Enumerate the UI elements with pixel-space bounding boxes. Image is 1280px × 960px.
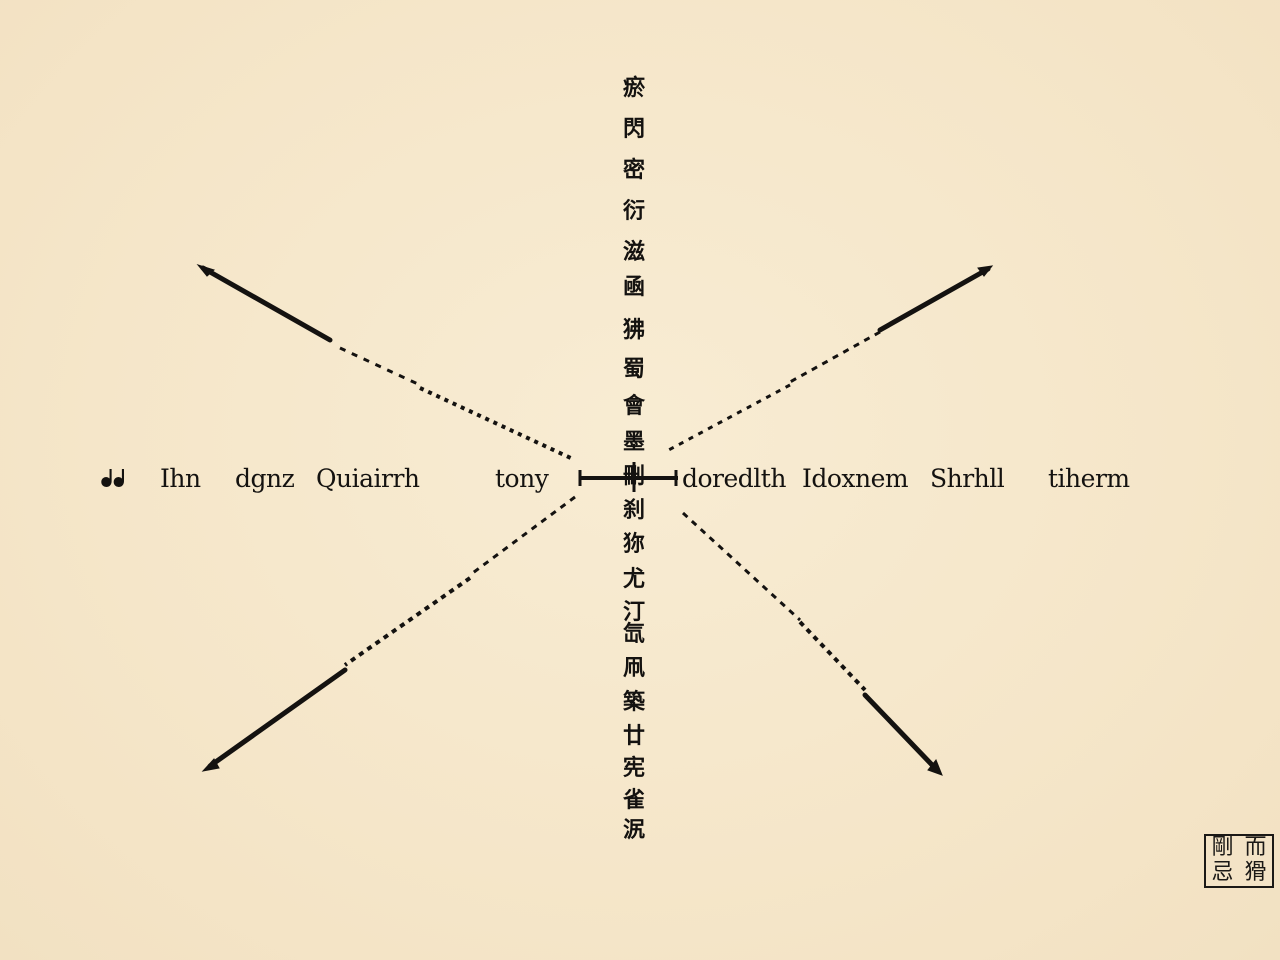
- vertical-char: 閃: [622, 117, 645, 142]
- left-label-2: Ihn: [160, 464, 201, 493]
- vertical-char: 汀: [622, 600, 645, 625]
- vertical-char: 築: [622, 690, 645, 715]
- vertical-char: 氙: [622, 622, 645, 647]
- seal-char: 而: [1244, 835, 1267, 860]
- ray-lower-left: [201, 495, 576, 772]
- vertical-char: 宪: [622, 756, 645, 781]
- left-label-1: ᖱᖱ: [100, 464, 125, 493]
- vertical-char: 廿: [622, 724, 645, 749]
- vertical-char: 墨: [622, 430, 645, 455]
- vertical-char: 尤: [622, 567, 645, 592]
- vertical-char: 密: [622, 158, 645, 183]
- seal-char: 剛: [1211, 835, 1234, 860]
- ray-upper-left: [196, 264, 576, 462]
- ray-upper-right: [664, 265, 994, 454]
- vertical-char: 蜀: [622, 357, 645, 382]
- vertical-char: 會: [622, 394, 645, 419]
- seal-char: 猾: [1244, 860, 1267, 885]
- ray-lower-right: [681, 511, 943, 776]
- vertical-char: 凧: [622, 656, 645, 681]
- vertical-char: 狝: [622, 532, 645, 557]
- right-label-2: Idoxnem: [802, 464, 909, 493]
- left-label-3: dgnz: [235, 464, 295, 493]
- center-crossbar: [578, 462, 678, 492]
- vertical-char: 刪: [622, 464, 645, 489]
- vertical-char: 衍: [622, 199, 645, 224]
- left-label-5: tony: [495, 464, 549, 493]
- left-label-4: Quiairrh: [316, 464, 420, 493]
- right-label-1: doredlth: [682, 464, 786, 493]
- vertical-char: 狒: [622, 318, 645, 343]
- seal-stamp: 剛 而 忌 猾: [1204, 834, 1274, 888]
- vertical-char: 滋: [622, 240, 645, 265]
- right-label-3: Shrhll: [930, 464, 1005, 493]
- right-label-4: tiherm: [1048, 464, 1130, 493]
- vertical-char: 泦: [622, 818, 645, 843]
- vertical-char: 瘀: [622, 76, 645, 101]
- vertical-char: 凾: [622, 275, 645, 300]
- seal-char: 忌: [1211, 860, 1234, 885]
- vertical-char: 刹: [622, 498, 645, 523]
- vertical-char: 雀: [622, 788, 645, 813]
